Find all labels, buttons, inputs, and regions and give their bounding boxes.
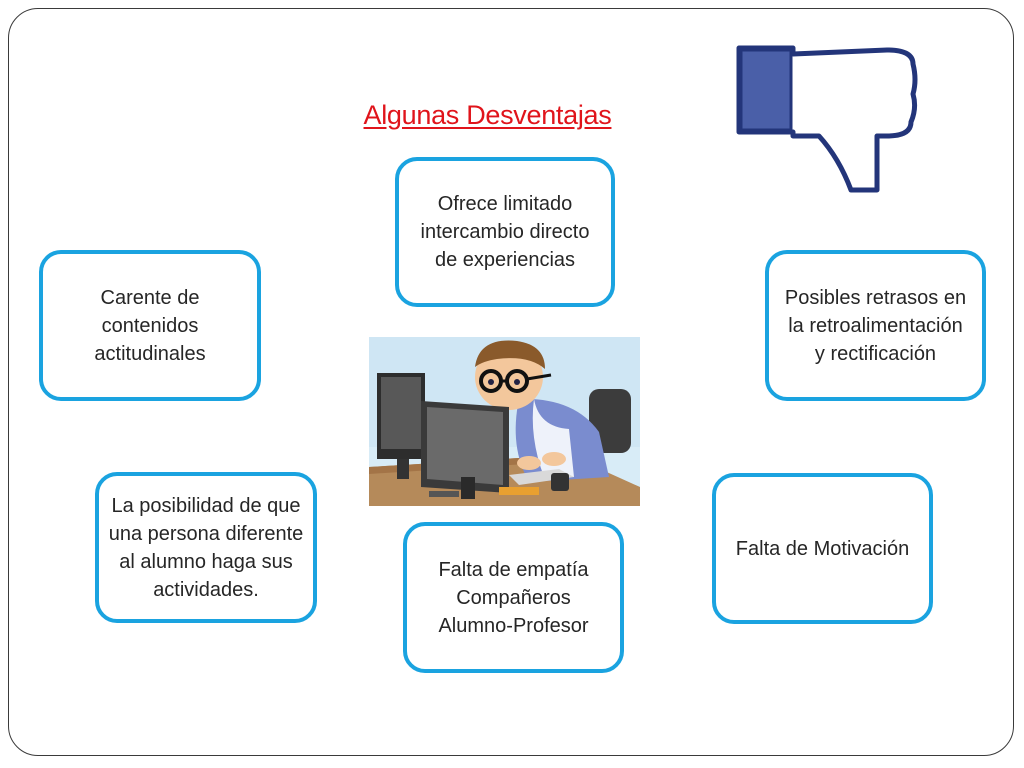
box-line: de experiencias (434, 249, 576, 271)
box-line: Alumno-Profesor (438, 614, 589, 637)
box-line: Falta de empatía (438, 558, 589, 581)
box-line: Posibles retrasos en (784, 286, 967, 309)
disadvantage-box-feedback-delays: Posibles retrasos en la retroalimentació… (765, 250, 986, 401)
disadvantage-box-lack-of-motivation: Falta de Motivación (712, 473, 933, 624)
slide-title: Algunas Desventajas (363, 100, 612, 130)
disadvantage-box-limited-exchange: Ofrece limitado intercambio directo de e… (395, 157, 615, 307)
box-line: la retroalimentación (788, 314, 963, 337)
box-line: contenidos (101, 314, 199, 337)
box-line: y rectificación (814, 342, 937, 365)
disadvantage-box-impersonation: La posibilidad de que una persona difere… (95, 472, 317, 623)
box-line: intercambio directo (420, 221, 590, 243)
box-line: una persona diferente (108, 522, 304, 545)
box-line: Falta de Motivación (735, 537, 910, 560)
disadvantage-box-attitudinal-content: Carente de contenidos actitudinales (39, 250, 261, 401)
thumbs-down-icon (736, 45, 918, 193)
disadvantage-box-lack-of-empathy: Falta de empatía Compañeros Alumno-Profe… (403, 522, 624, 673)
box-line: Carente de (100, 286, 200, 309)
person-at-computer-illustration (369, 337, 640, 506)
box-line: actividades. (153, 578, 259, 601)
box-line: al alumno haga sus (119, 550, 293, 573)
box-line: Ofrece limitado (437, 193, 573, 215)
box-line: La posibilidad de que (111, 494, 301, 517)
box-line: Compañeros (456, 586, 571, 609)
box-line: actitudinales (94, 342, 206, 365)
